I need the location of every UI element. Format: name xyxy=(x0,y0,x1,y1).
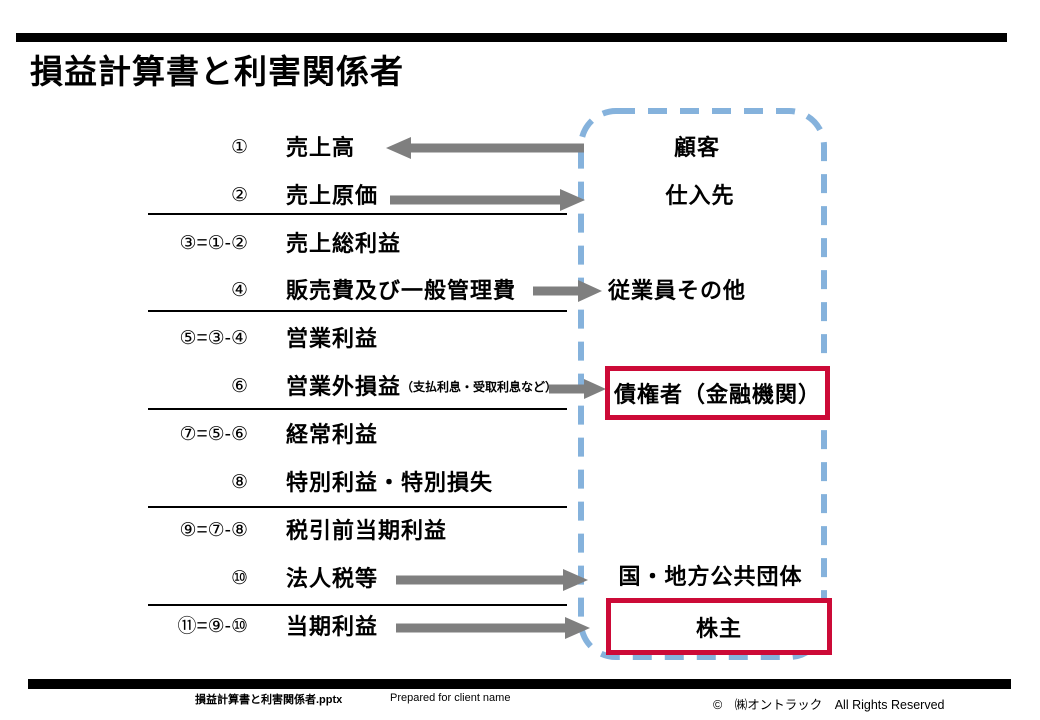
row-number: ⑥ xyxy=(230,376,248,397)
arrow-sga-to-employees-icon xyxy=(533,280,602,302)
stakeholder-supplier: 仕入先 xyxy=(665,183,735,208)
row-label: 当期利益 xyxy=(286,614,379,639)
statement-row-net-profit: ⑪=⑨-⑩ 当期利益 xyxy=(140,612,378,642)
statement-row-nonoperating: ⑥ 営業外損益（支払利息・受取利息など） xyxy=(140,372,557,402)
row-label: 売上原価 xyxy=(286,183,379,208)
statement-row-sga: ④ 販売費及び一般管理費 xyxy=(140,276,516,306)
row-number: ④ xyxy=(230,280,248,301)
row-label: 営業利益 xyxy=(286,326,379,351)
arrow-netprofit-to-shareholders-icon xyxy=(396,617,590,639)
top-divider-rule xyxy=(16,33,1007,42)
arrow-taxes-to-government-icon xyxy=(396,569,588,591)
stakeholder-customer: 顧客 xyxy=(673,135,720,160)
row-note: （支払利息・受取利息など） xyxy=(401,380,558,394)
row-number: ⑤=③-④ xyxy=(179,328,248,349)
row-label: 特別利益・特別損失 xyxy=(286,470,494,495)
row-label: 法人税等 xyxy=(286,566,379,591)
page-title: 損益計算書と利害関係者 xyxy=(30,53,404,90)
row-label: 税引前当期利益 xyxy=(286,518,448,543)
arrow-cogs-to-supplier-icon xyxy=(390,189,585,211)
row-number: ① xyxy=(230,137,248,158)
statement-row-gross-profit: ③=①-② 売上総利益 xyxy=(140,229,401,259)
row-number: ⑨=⑦-⑧ xyxy=(179,520,248,541)
statement-row-sales: ① 売上高 xyxy=(140,133,355,163)
subtotal-rule xyxy=(148,408,567,410)
row-number: ③=①-② xyxy=(179,233,248,254)
arrow-nonoperating-to-creditors-icon xyxy=(549,379,606,399)
subtotal-rule xyxy=(148,604,567,606)
bottom-divider-rule xyxy=(28,679,1011,689)
row-number: ⑧ xyxy=(230,472,248,493)
subtotal-rule xyxy=(148,213,567,215)
statement-row-operating-profit: ⑤=③-④ 営業利益 xyxy=(140,324,378,354)
footer-filename: 損益計算書と利害関係者.pptx xyxy=(195,694,343,706)
stakeholder-employees: 従業員その他 xyxy=(608,278,747,303)
statement-row-pretax-profit: ⑨=⑦-⑧ 税引前当期利益 xyxy=(140,516,447,546)
footer-prepared-for: Prepared for client name xyxy=(390,692,511,704)
row-label: 営業外損益 xyxy=(286,374,402,399)
row-label: 販売費及び一般管理費 xyxy=(286,278,517,303)
subtotal-rule xyxy=(148,310,567,312)
stakeholder-shareholders: 株主 xyxy=(695,615,742,641)
subtotal-rule xyxy=(148,506,567,508)
arrow-customer-to-sales-icon xyxy=(386,137,584,159)
stakeholder-creditors-highlight-box: 債権者（金融機関） xyxy=(605,366,830,420)
row-label: 売上総利益 xyxy=(286,231,402,256)
statement-row-cogs: ② 売上原価 xyxy=(140,181,378,211)
row-number: ⑪=⑨-⑩ xyxy=(177,616,249,637)
statement-row-extraordinary: ⑧ 特別利益・特別損失 xyxy=(140,468,493,498)
row-label: 売上高 xyxy=(286,135,356,160)
footer-copyright: © ㈱オントラック All Rights Reserved xyxy=(713,698,945,712)
row-number: ⑩ xyxy=(230,568,248,589)
row-number: ② xyxy=(230,185,248,206)
stakeholder-shareholders-highlight-box: 株主 xyxy=(606,598,832,655)
statement-row-ordinary-profit: ⑦=⑤-⑥ 経常利益 xyxy=(140,420,378,450)
row-label: 経常利益 xyxy=(286,422,379,447)
stakeholder-government: 国・地方公共団体 xyxy=(618,564,803,589)
statement-row-taxes: ⑩ 法人税等 xyxy=(140,564,378,594)
row-number: ⑦=⑤-⑥ xyxy=(179,424,248,445)
stakeholder-creditors: 債権者（金融機関） xyxy=(613,382,821,407)
